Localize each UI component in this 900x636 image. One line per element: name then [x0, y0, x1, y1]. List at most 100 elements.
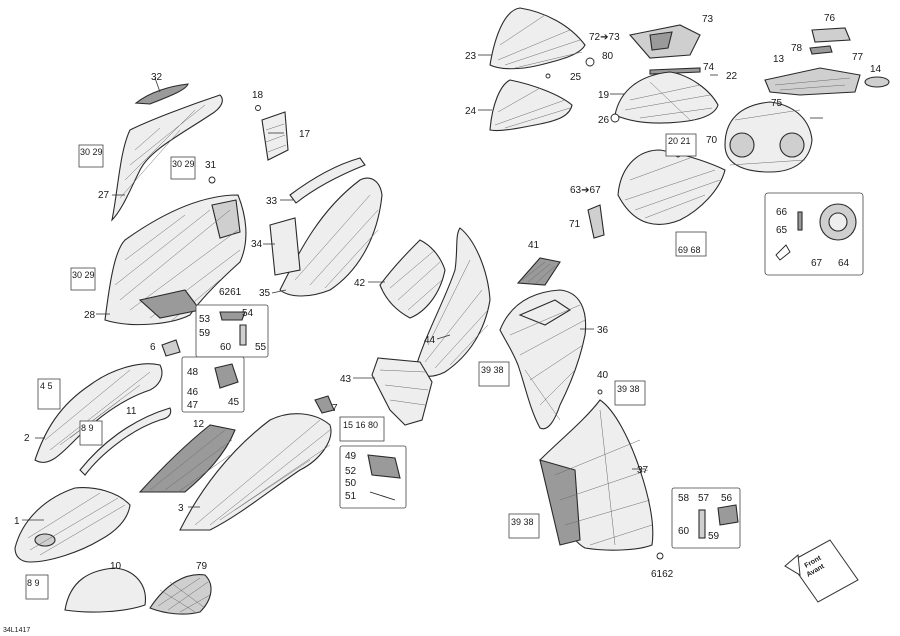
callout-13: 13: [773, 54, 785, 65]
callout-46: 46: [187, 387, 199, 398]
callout-57: 57: [698, 493, 710, 504]
callout-79: 79: [196, 561, 208, 572]
pair-30-29-b: 30 29: [172, 159, 195, 169]
callout-77: 77: [852, 52, 864, 63]
callout-47: 47: [187, 400, 199, 411]
callout-45: 45: [228, 397, 240, 408]
callout-17: 17: [299, 129, 311, 140]
part-71-reflector: [587, 204, 605, 239]
hardware-group-56-60: [671, 487, 741, 549]
callout-24: 24: [465, 106, 477, 117]
callout-54: 54: [242, 308, 254, 319]
part-33-upper-trim: [289, 157, 366, 204]
part-14-washer: [864, 76, 890, 88]
callout-60b: 60: [678, 526, 690, 537]
callout-56: 56: [721, 493, 733, 504]
part-44-long-side-panel: [414, 227, 491, 377]
hardware-group-53-55: [195, 304, 269, 358]
callout-23: 23: [465, 51, 477, 62]
callout-6: 6: [150, 342, 156, 353]
callout-76: 76: [824, 13, 836, 24]
callout-27: 27: [98, 190, 110, 201]
part-72-73-bracket: [628, 24, 701, 59]
part-12-side-panel: [138, 424, 236, 493]
part-23-windshield: [489, 7, 586, 70]
callout-labels: 32 18 17 31 27 33 34 35 28 42 44 43 41 3…: [14, 13, 882, 572]
callout-65: 65: [776, 225, 788, 236]
callout-53: 53: [199, 314, 211, 325]
part-37-lower-side-fairing: [539, 399, 654, 551]
bulb-kit-group: [764, 192, 864, 276]
callout-42: 42: [354, 278, 366, 289]
hardware-group-49-52: [339, 445, 407, 509]
pair-69-68: 69 68: [678, 245, 701, 255]
callout-58: 58: [678, 493, 690, 504]
callout-64: 64: [838, 258, 850, 269]
callout-2: 2: [24, 433, 30, 444]
part-2-side-fairing: [34, 363, 163, 463]
part-28-lower-side-panel: [104, 194, 247, 326]
part-34-small-trim: [269, 217, 301, 276]
callout-22: 22: [726, 71, 738, 82]
callout-41: 41: [528, 240, 540, 251]
part-41-vent-grille: [516, 257, 561, 286]
part-27-side-rail: [111, 94, 223, 222]
callout-25: 25: [570, 72, 582, 83]
callout-12: 12: [193, 419, 205, 430]
callout-52: 52: [345, 466, 357, 477]
callout-80a: 80: [602, 51, 614, 62]
callout-49: 49: [345, 451, 357, 462]
part-75-headlight-bucket: [724, 101, 813, 173]
callout-43: 43: [340, 374, 352, 385]
callout-19: 19: [598, 90, 610, 101]
callout-50: 50: [345, 478, 357, 489]
part-1-front-cover: [14, 487, 131, 563]
pair-30-29-c: 30 29: [72, 270, 95, 280]
part-24-nose-cone: [489, 79, 573, 132]
part-10-cover: [64, 567, 146, 613]
callout-7: 7: [332, 403, 338, 414]
part-3-lower-fairing: [179, 413, 332, 531]
callout-60a: 60: [220, 342, 232, 353]
callout-28: 28: [84, 310, 96, 321]
callout-44: 44: [424, 335, 436, 346]
callout-67: 67: [811, 258, 823, 269]
arrow-72-73: 72➔73: [589, 32, 620, 43]
callout-33: 33: [266, 196, 278, 207]
callout-48: 48: [187, 367, 199, 378]
callout-59a: 59: [199, 328, 211, 339]
callout-35: 35: [259, 288, 271, 299]
callout-18: 18: [252, 90, 264, 101]
part-19-headlight-housing: [614, 71, 719, 124]
pair-8-9-b: 8 9: [27, 578, 40, 588]
leader-lines: [22, 54, 823, 521]
part-7-clip: [314, 395, 335, 414]
part-70-headlight-lens: [617, 149, 726, 225]
part-17-bracket: [261, 111, 289, 161]
callout-32: 32: [151, 72, 163, 83]
part-13-frame-bracket: [764, 67, 861, 96]
pair-39-38-c: 39 38: [511, 517, 534, 527]
part-43-box-panel: [371, 357, 433, 426]
part-32-trim-strip: [134, 83, 189, 105]
pair-20-21: 20 21: [668, 136, 691, 146]
callout-11: 11: [126, 406, 137, 417]
callout-51: 51: [345, 491, 357, 502]
paired-callouts: 30 29 30 29 30 29 6261 4 5 8 9 8 9 15 16…: [25, 32, 707, 600]
front-direction-badge: Front Avant: [784, 539, 859, 603]
hardware-18-bolt: [255, 105, 261, 111]
callout-3: 3: [178, 503, 184, 514]
callout-36: 36: [597, 325, 609, 336]
part-76-78-77-clip: [809, 27, 851, 55]
pair-39-38-a: 39 38: [481, 365, 504, 375]
part-36-front-side-fairing: [499, 289, 587, 430]
pair-8-9-a: 8 9: [81, 423, 94, 433]
callout-74: 74: [703, 62, 715, 73]
callout-66: 66: [776, 207, 788, 218]
callout-26: 26: [598, 115, 610, 126]
callout-55: 55: [255, 342, 267, 353]
part-6-grommet: [161, 339, 181, 357]
callout-78: 78: [791, 43, 803, 54]
callout-40: 40: [597, 370, 609, 381]
